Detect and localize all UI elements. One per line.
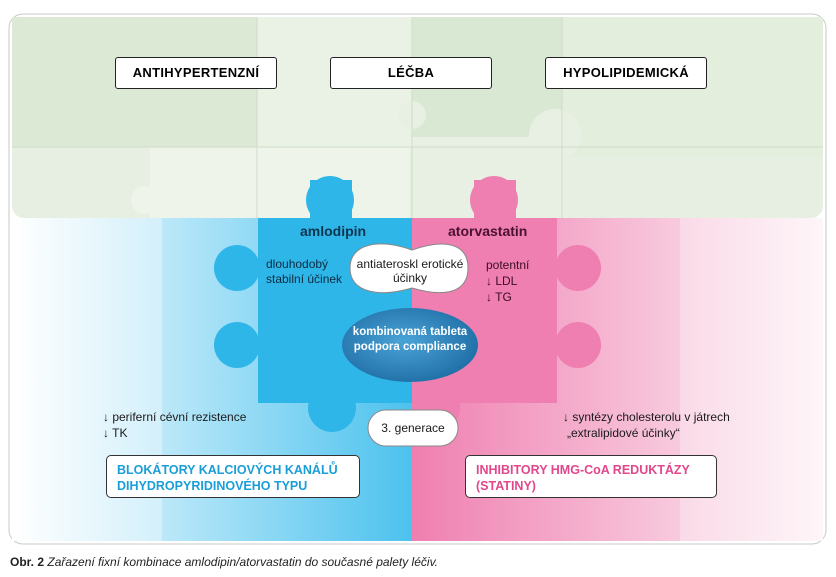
- amlodipin-effect-line-2: stabilní účinek: [266, 272, 343, 286]
- atorvastatin-systemic-line-1: ↓ syntézy cholesterolu v játrech: [563, 410, 730, 424]
- drug-atorvastatin: atorvastatin: [448, 223, 528, 239]
- atorvastatin-systemic-effects: ↓ syntézy cholesterolu v játrech „extral…: [563, 409, 730, 441]
- class-box-statins: INHIBITORY HMG-CoA REDUKTÁZY (STATINY): [465, 455, 717, 498]
- tablet-line-1: kombinovaná tableta: [352, 326, 468, 338]
- header-hypolipidemic: HYPOLIPIDEMICKÁ: [545, 57, 707, 89]
- atorvastatin-effect-line-1: potentní: [486, 258, 530, 272]
- caption-text: Zařazení fixní kombinace amlodipin/atorv…: [47, 555, 439, 569]
- atorvastatin-effect-line-2: ↓ LDL: [486, 274, 518, 288]
- atorvastatin-effect-text: potentní ↓ LDL ↓ TG: [486, 257, 529, 305]
- antiatherosclerotic-bubble: [349, 243, 469, 294]
- atorvastatin-systemic-line-2: „extralipidové účinky“: [567, 426, 680, 440]
- combined-tablet: [342, 308, 478, 382]
- header-treatment: LÉČBA: [330, 57, 492, 89]
- generation-bubble: [367, 409, 459, 447]
- class-box-calcium-blockers: BLOKÁTORY KALCIOVÝCH KANÁLŮ DIHYDROPYRID…: [106, 455, 360, 498]
- amlodipin-systemic-line-2: ↓ TK: [103, 426, 128, 440]
- antiatherosclerotic-text: antiateroskl erotické účinky: [353, 257, 467, 285]
- atorvastatin-effect-line-3: ↓ TG: [486, 290, 512, 304]
- generation-text: 3. generace: [381, 421, 445, 435]
- caption-label: Obr. 2: [10, 555, 45, 569]
- class-statins-line-1: INHIBITORY HMG-CoA REDUKTÁZY: [476, 463, 690, 477]
- class-statins-line-2: (STATINY): [476, 479, 536, 493]
- amlodipin-systemic-line-1: ↓ periferní cévní rezistence: [103, 410, 247, 424]
- antiatherosclerotic-line-2: účinky: [392, 271, 427, 285]
- class-calcium-line-2: DIHYDROPYRIDINOVÉHO TYPU: [117, 479, 308, 493]
- antiatherosclerotic-line-1: antiateroskl erotické: [356, 257, 464, 271]
- class-calcium-line-1: BLOKÁTORY KALCIOVÝCH KANÁLŮ: [117, 463, 338, 477]
- tablet-line-2: podpora compliance: [353, 341, 467, 353]
- header-antihypertensive: ANTIHYPERTENZNÍ: [115, 57, 277, 89]
- green-puzzle-area: [12, 17, 823, 218]
- drug-amlodipin: amlodipin: [300, 223, 367, 239]
- amlodipin-systemic-effects: ↓ periferní cévní rezistence ↓ TK: [103, 409, 246, 441]
- figure-caption: Obr. 2 Zařazení fixní kombinace amlodipi…: [10, 555, 438, 569]
- tablet-text: kombinovaná tableta podpora compliance: [342, 325, 478, 355]
- amlodipin-effect-line-1: dlouhodobý: [266, 257, 329, 271]
- amlodipin-effect-text: dlouhodobý stabilní účinek: [266, 257, 342, 287]
